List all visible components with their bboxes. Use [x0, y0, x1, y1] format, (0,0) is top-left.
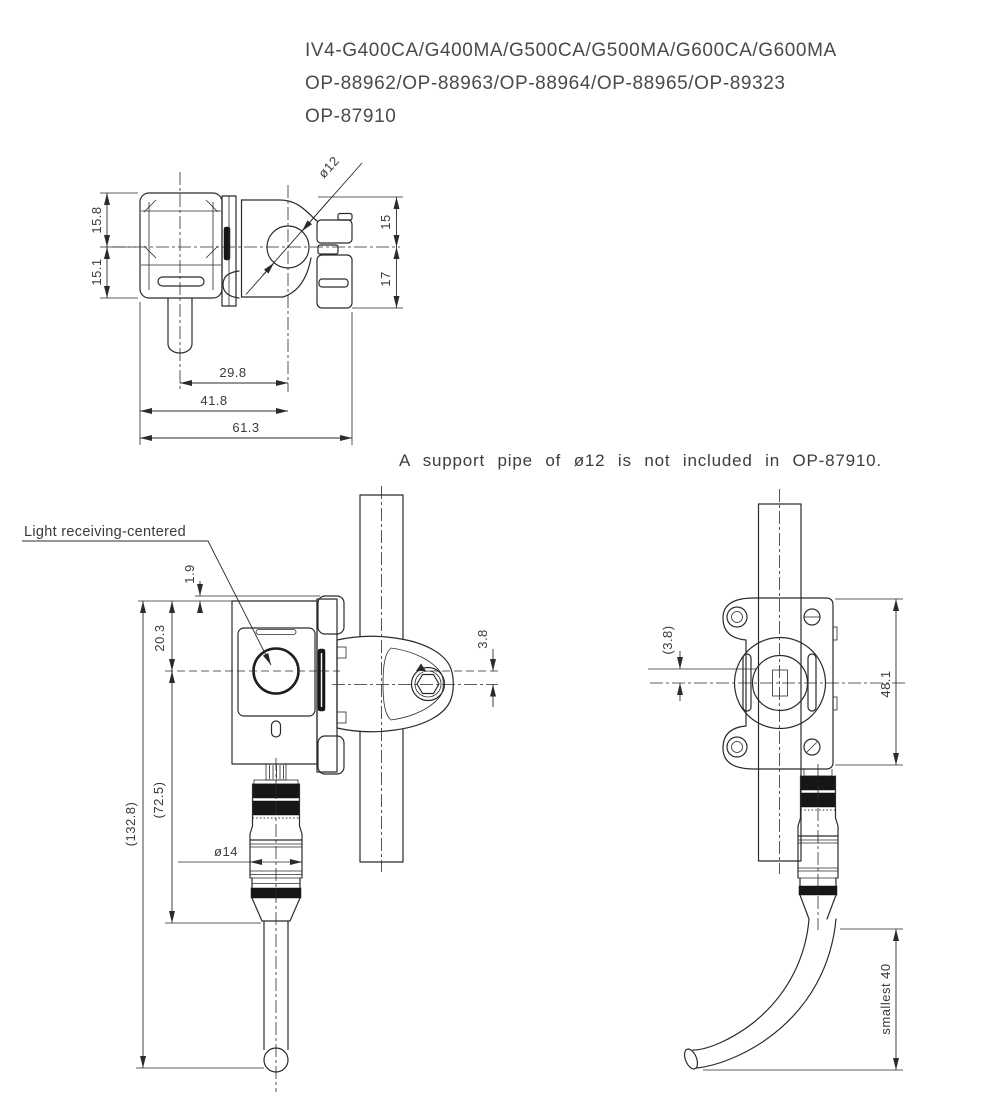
support-pipe-note: A support pipe of ø12 is not included in…: [399, 451, 882, 470]
clamp-upper-jaw: [240, 199, 318, 222]
bolt-index-mark: [416, 663, 426, 671]
mount-hole-bottom: [726, 736, 748, 758]
connector-stub: [167, 297, 193, 354]
screw-head-bottom: [803, 738, 821, 756]
dim-left-lower: 15.1: [89, 258, 104, 285]
support-pipe-bore: [266, 225, 310, 269]
clamp-bolt-washer: [410, 666, 446, 702]
dim-pipe-dia: ø12: [315, 153, 342, 181]
dim-overall-length: (132.8): [123, 802, 138, 847]
bracket-screw-cap-top: [317, 595, 345, 635]
cable-curve-inner: [692, 918, 810, 1051]
mount-hole-top: [726, 606, 748, 628]
side-view-drawing: (3.8) 48.1 smallest 40: [648, 489, 908, 1071]
light-receiving-callout: Light receiving-centered: [24, 524, 186, 540]
thumb-knob: [222, 270, 240, 299]
mount-plate-side: [722, 597, 834, 770]
indicator-button: [270, 720, 282, 738]
top-view-drawing: ø12 15.8 15.1 15 17 29.8 41.8 61.3: [89, 153, 403, 445]
clamp-lower-block: [316, 254, 353, 309]
bracket-screw-cap-bottom: [317, 735, 345, 775]
hinge-gap-dark: [223, 226, 231, 261]
dim-left-upper: 15.8: [89, 206, 104, 233]
dim-axis-offset-side: (3.8): [660, 625, 675, 654]
dim-edge-offset: 1.9: [182, 564, 197, 584]
dim-connector-length: (72.5): [151, 782, 166, 819]
connector-front: [249, 758, 303, 1092]
dim-width-inner: 29.8: [219, 365, 246, 380]
model-list-line: IV4-G400CA/G400MA/G500CA/G500MA/G600CA/G…: [305, 40, 837, 61]
clamp-slit-left: [742, 653, 752, 712]
dim-right-upper: 15: [378, 214, 393, 229]
clamp-tongue: [317, 244, 339, 255]
dim-width-mid: 41.8: [200, 393, 227, 408]
hex-socket-bolt: [416, 673, 440, 695]
dim-right-lower: 17: [378, 271, 393, 286]
sensor-face-plate: [237, 627, 316, 717]
clamp-lower-jaw: [240, 257, 312, 298]
option-line-2: OP-87910: [305, 106, 397, 127]
mount-arm: [336, 635, 454, 733]
connector-side: [683, 764, 839, 1070]
title-block: IV4-G400CA/G400MA/G500CA/G500MA/G600CA/G…: [305, 34, 837, 133]
sensor-body-outline: [139, 192, 223, 299]
cable-curve-outer: [696, 918, 837, 1069]
cable-front: [263, 920, 289, 1051]
dim-bend-radius: smallest 40: [878, 963, 893, 1034]
dim-bracket-height: 48.1: [878, 670, 893, 697]
dim-width-outer: 61.3: [232, 420, 259, 435]
screw-head-top: [803, 608, 821, 626]
option-list-line: OP-88962/OP-88963/OP-88964/OP-88965/OP-8…: [305, 73, 786, 94]
callout-leader: [22, 540, 272, 666]
support-pipe-side: [757, 503, 802, 862]
sensor-body-front: [231, 600, 318, 765]
front-view-drawing: Light receiving-centered 1.9 20.3 (72.5)…: [22, 486, 498, 1092]
dim-connector-dia: ø14: [214, 844, 238, 859]
clamp-upper-block: [316, 219, 353, 244]
dim-lens-center: 20.3: [152, 624, 167, 651]
clamp-slit-right: [807, 653, 817, 712]
dim-axis-offset-front: 3.8: [475, 629, 490, 649]
cable-end-side: [683, 1048, 699, 1070]
body-slot: [157, 276, 205, 287]
